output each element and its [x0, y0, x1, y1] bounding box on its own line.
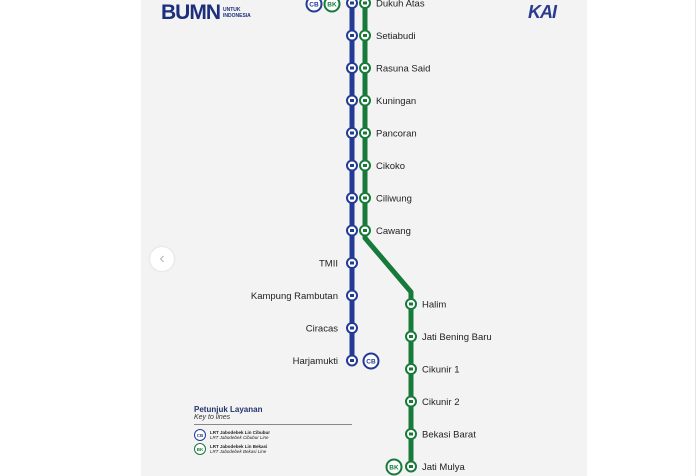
train-icon [363, 131, 367, 135]
station-label: Jati Bening Baru [422, 332, 492, 343]
bumn-logo-mark: BUMN [161, 1, 221, 24]
station-label: Cikunir 2 [422, 397, 460, 408]
station-label: Dukuh Atas [376, 0, 425, 10]
train-icon [350, 326, 354, 330]
train-icon [363, 99, 367, 102]
station-label: TMII [319, 259, 338, 270]
cibubur-badge-icon [362, 352, 380, 370]
station-label: Pancoran [376, 129, 417, 140]
train-icon [409, 465, 413, 468]
divider [695, 0, 696, 476]
legend-divider [194, 424, 352, 425]
station-label: Kampung Rambutan [251, 291, 338, 302]
train-icon [363, 164, 367, 167]
bumn-logo: BUMN UNTUK INDONESIA [161, 2, 257, 23]
bumn-tagline: UNTUK INDONESIA [223, 6, 251, 19]
station-label: Ciracas [306, 324, 338, 335]
cibubur-badge-icon-text: CB [366, 359, 376, 366]
legend-subtitle: Key to lines [194, 414, 231, 421]
cibubur-badge-icon-text: CB [309, 2, 319, 9]
train-icon [350, 66, 354, 70]
chevron-left-icon: ‹ [159, 250, 165, 267]
train-icon [350, 164, 354, 167]
kai-logo: KAI [528, 2, 557, 22]
legend-label-en: LRT Jabodebek Cibubur Line [210, 435, 269, 440]
train-icon [350, 261, 354, 265]
train-icon [409, 302, 413, 306]
train-icon [350, 294, 354, 297]
train-icon [350, 229, 354, 232]
train-icon [409, 335, 413, 338]
station-label: Harjamukti [293, 356, 338, 367]
station-label: Cikoko [376, 161, 405, 172]
legend-label: LRT Jabodebek Lin Bekasi [210, 444, 268, 449]
station-label: Setiabudi [376, 31, 416, 42]
cibubur-badge-icon: CB [194, 429, 206, 441]
legend-title: Petunjuk Layanan [194, 405, 263, 414]
previous-slide-button[interactable]: ‹ [150, 247, 174, 271]
station-label: Kuningan [376, 96, 416, 107]
train-icon [363, 1, 367, 5]
train-icon [350, 99, 354, 102]
bekasi-line [362, 0, 414, 467]
bekasi-badge-icon [385, 458, 403, 476]
cibubur-badge-icon [305, 0, 323, 13]
train-icon [350, 196, 354, 200]
train-icon [363, 229, 367, 232]
bekasi-badge-icon [323, 0, 341, 13]
legend-label: LRT Jabodebek Lin Cibubur [210, 430, 271, 435]
bekasi-badge-icon-text: BK [389, 465, 399, 472]
station-label: Bekasi Barat [422, 430, 476, 441]
train-icon [350, 131, 354, 135]
bekasi-badge-icon-text: BK [327, 2, 337, 9]
station-label: Cawang [376, 226, 411, 237]
train-icon [409, 432, 413, 436]
station-label: Jati Mulya [422, 462, 465, 473]
bekasi-badge-icon: BK [194, 443, 206, 455]
train-icon [409, 400, 413, 403]
train-icon [350, 34, 354, 37]
station-label: Cikunir 1 [422, 365, 460, 376]
train-icon [363, 196, 367, 200]
station-label: Halim [422, 300, 446, 311]
legend-label-en: LRT Jabodebek Bekasi Line [210, 449, 267, 454]
train-icon [350, 1, 354, 5]
train-icon [363, 66, 367, 70]
legend: Petunjuk Layanan Key to lines CB LRT Jab… [194, 405, 352, 457]
train-icon [350, 359, 354, 362]
station-label: Rasuna Said [376, 64, 430, 75]
train-icon [409, 367, 413, 371]
train-icon [363, 34, 367, 37]
station-label: Ciliwung [376, 194, 412, 205]
